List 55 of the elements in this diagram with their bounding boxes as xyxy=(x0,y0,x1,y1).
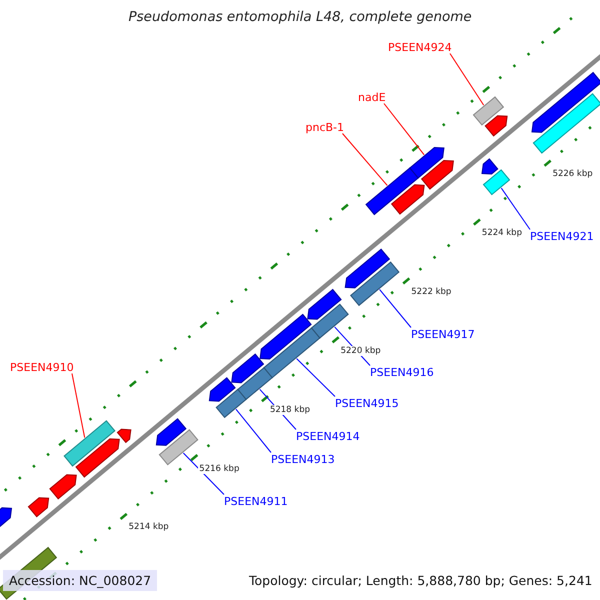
leader-line xyxy=(296,358,336,397)
gene-label: pncB-1 xyxy=(306,120,344,134)
gene-block xyxy=(390,184,425,215)
gene-block xyxy=(260,314,312,360)
gene-block xyxy=(365,167,419,216)
gene-block xyxy=(472,96,504,126)
gene-block xyxy=(350,261,400,306)
gene-block xyxy=(116,428,132,444)
gene-label: PSEEN4924 xyxy=(388,40,452,54)
gene-block xyxy=(156,418,187,446)
leader-line xyxy=(72,373,86,438)
gene-label: PSEEN4916 xyxy=(370,366,434,378)
gene-block xyxy=(231,353,264,384)
gene-label: PSEEN4921 xyxy=(530,230,594,242)
gene-block xyxy=(310,304,349,339)
leader-line xyxy=(450,53,484,106)
gene-block xyxy=(409,147,444,179)
gene-block xyxy=(75,438,120,478)
gene-block xyxy=(482,169,510,196)
gene-label: PSEEN4913 xyxy=(271,452,335,466)
gene-block xyxy=(28,497,50,518)
gene-block xyxy=(531,72,600,133)
leader-line xyxy=(342,133,388,186)
scale-label: 5222 kbp xyxy=(410,286,452,297)
gene-block xyxy=(237,367,273,400)
gene-block xyxy=(307,288,342,320)
scale-label: 5226 kbp xyxy=(552,169,594,180)
genome-summary-text: Topology: circular; Length: 5,888,780 bp; Genes: 5,241 xyxy=(249,573,592,588)
gene-block xyxy=(484,115,508,137)
gene-block xyxy=(344,248,390,288)
gene-label: nadE xyxy=(358,90,386,104)
scale-label: 5220 kbp xyxy=(340,346,382,356)
scale-label: 5224 kbp xyxy=(480,228,523,238)
gene-block xyxy=(64,420,116,467)
gene-block xyxy=(481,158,498,174)
title: Pseudomonas entomophila L48, complete genome xyxy=(128,9,472,25)
scale-label: 5218 kbp xyxy=(268,404,312,415)
gene-block xyxy=(158,429,198,466)
gene-label: PSEEN4915 xyxy=(335,396,399,410)
gene-label: PSEEN4917 xyxy=(411,328,475,340)
accession-text: Accession: NC_008027 xyxy=(3,570,158,591)
gene-block xyxy=(263,327,320,378)
gene-label: PSEEN4914 xyxy=(296,430,360,442)
gene-label: PSEEN4910 xyxy=(10,360,74,374)
leader-line xyxy=(500,188,530,230)
gene-block xyxy=(216,388,247,418)
leader-line xyxy=(182,452,224,495)
gene-label: PSEEN4911 xyxy=(224,494,288,508)
scale-label: 5216 kbp xyxy=(198,464,240,474)
gene-block xyxy=(420,160,454,190)
gene-block xyxy=(49,474,77,500)
scale-label: 5214 kbp xyxy=(128,522,170,532)
gene-block xyxy=(208,377,236,402)
leader-line xyxy=(384,103,425,156)
gene-block xyxy=(532,93,600,154)
